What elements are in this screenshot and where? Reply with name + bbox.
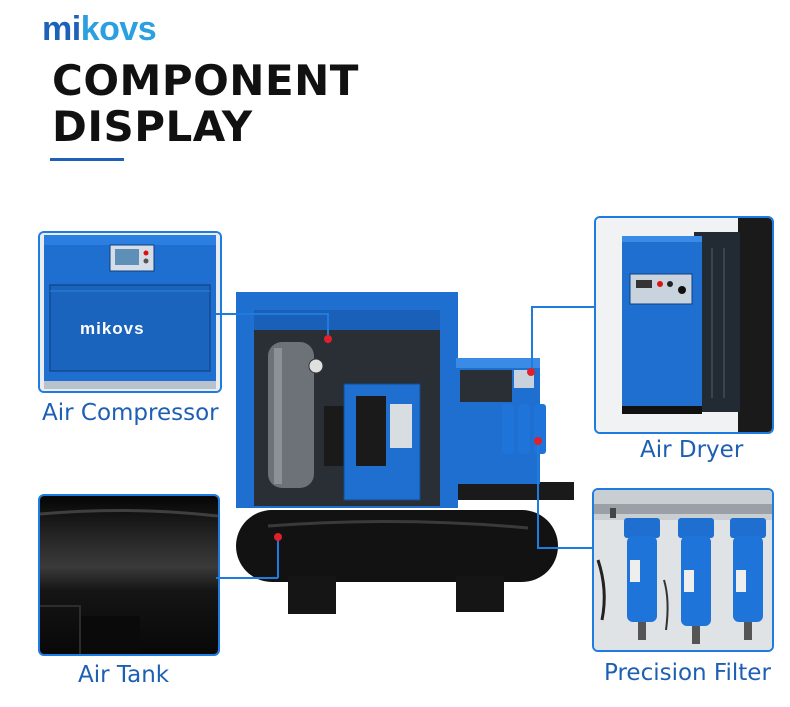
page-title: COMPONENT DISPLAY bbox=[52, 58, 359, 150]
label-air-dryer: Air Dryer bbox=[640, 437, 744, 463]
marker-air-tank bbox=[274, 533, 282, 541]
label-precision-filter: Precision Filter bbox=[604, 660, 771, 686]
title-line-1: COMPONENT bbox=[52, 56, 359, 105]
title-underline bbox=[50, 158, 124, 161]
leader-air-tank-v bbox=[277, 538, 279, 578]
leader-air-dryer-h bbox=[532, 306, 594, 308]
air-tank-photo bbox=[38, 494, 220, 656]
precision-filter-photo bbox=[592, 488, 774, 652]
leader-air-tank-h bbox=[216, 577, 278, 579]
air-dryer-photo bbox=[594, 216, 774, 434]
label-air-compressor: Air Compressor bbox=[42, 400, 219, 426]
machine-logo: mikovs bbox=[80, 319, 145, 338]
marker-precision-filter bbox=[534, 437, 542, 445]
marker-air-compressor bbox=[324, 335, 332, 343]
leader-precision-filter-v bbox=[537, 442, 539, 548]
compressor-unit-photo bbox=[228, 286, 588, 626]
leader-air-dryer-v bbox=[531, 306, 533, 372]
leader-air-compressor-h bbox=[216, 313, 328, 315]
air-compressor-photo: mikovs bbox=[38, 231, 222, 393]
brand-logo: mikovs bbox=[42, 10, 157, 48]
leader-precision-filter-h bbox=[537, 547, 593, 549]
marker-air-dryer bbox=[527, 368, 535, 376]
title-line-2: DISPLAY bbox=[52, 102, 253, 151]
brand-prefix: mi bbox=[42, 10, 81, 48]
leader-air-compressor-v bbox=[327, 313, 329, 339]
brand-suffix: kovs bbox=[80, 10, 157, 48]
label-air-tank: Air Tank bbox=[78, 662, 170, 688]
